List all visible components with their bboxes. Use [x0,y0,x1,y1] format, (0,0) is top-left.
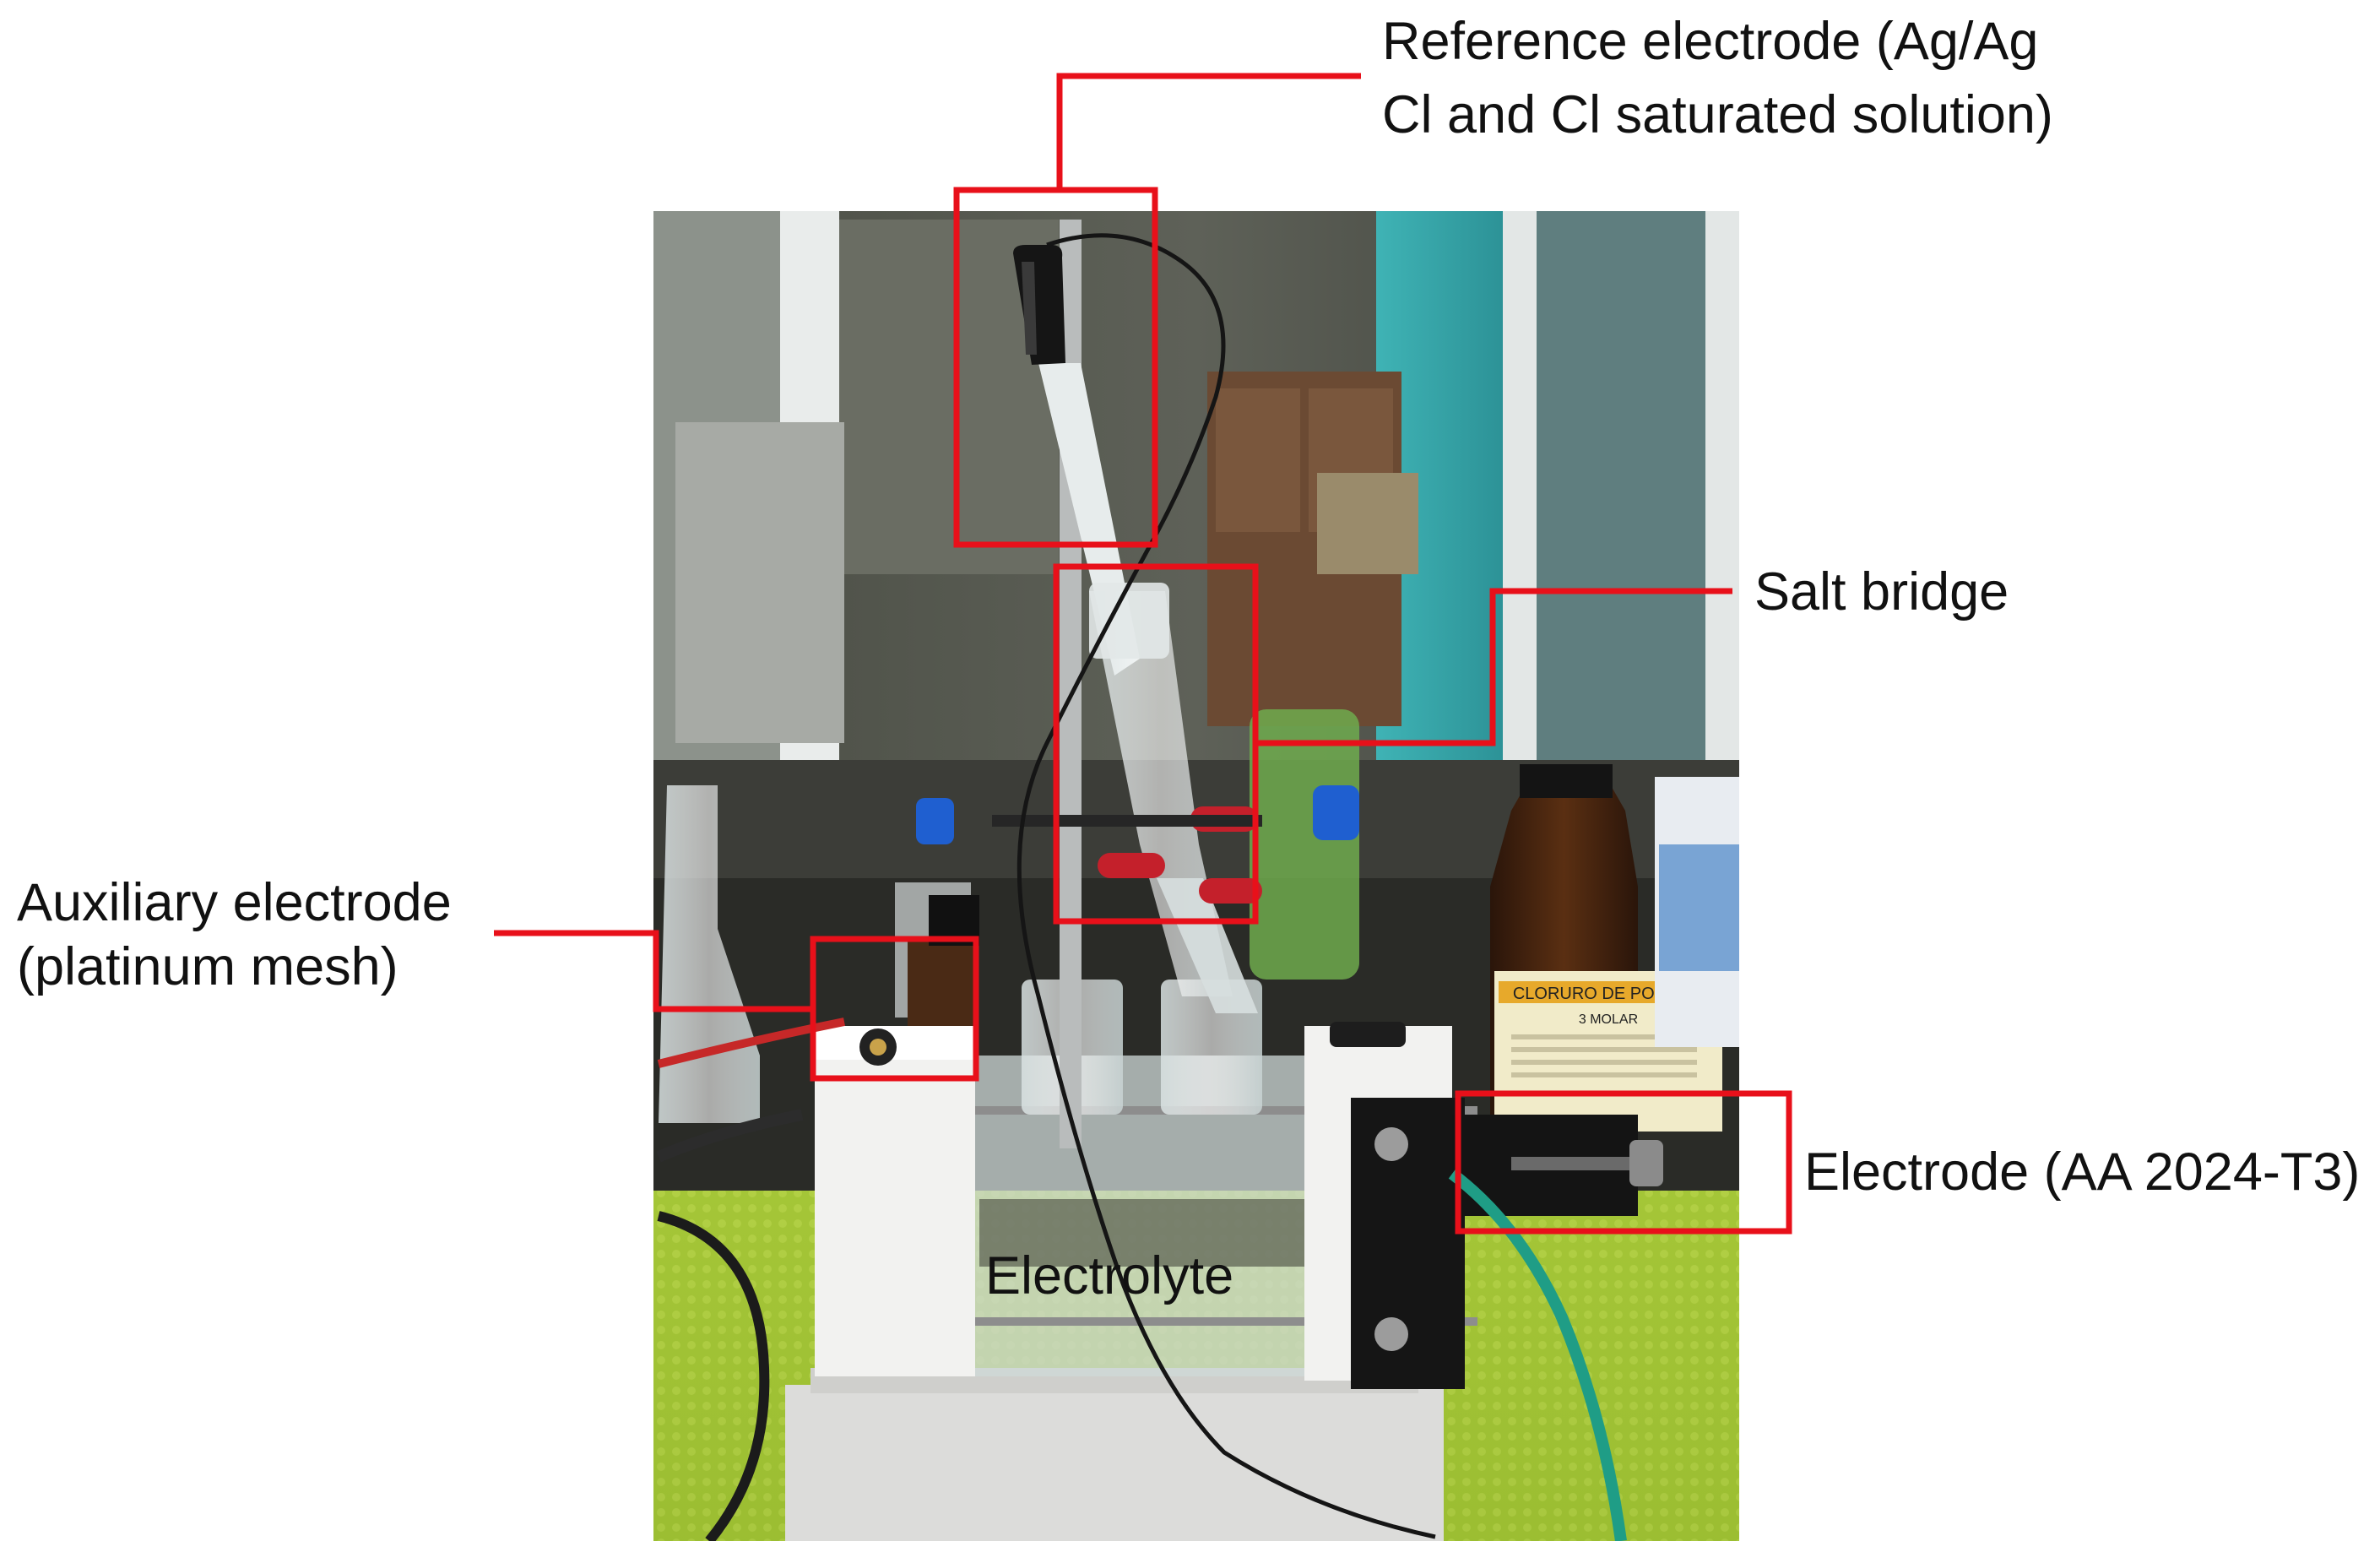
reference-electrode-label-line1: Reference electrode (Ag/Ag [1382,12,2039,71]
auxiliary-electrode-label-line1: Auxiliary electrode [17,873,452,932]
green-bottle [1250,709,1359,980]
cell-base [785,1368,1444,1541]
reference-electrode-label-line2: Cl and Cl saturated solution) [1382,85,2053,144]
auxiliary-electrode-label-line2: (platinum mesh) [17,937,398,996]
left-clamp-block [815,1026,975,1376]
salt-bridge-label: Salt bridge [1754,562,2009,621]
kcl-bottle-concentration: 3 MOLAR [1579,1012,1638,1027]
electrolyte-label: Electrolyte [985,1246,1234,1305]
working-electrode-label: Electrode (AA 2024-T3) [1804,1142,2361,1202]
